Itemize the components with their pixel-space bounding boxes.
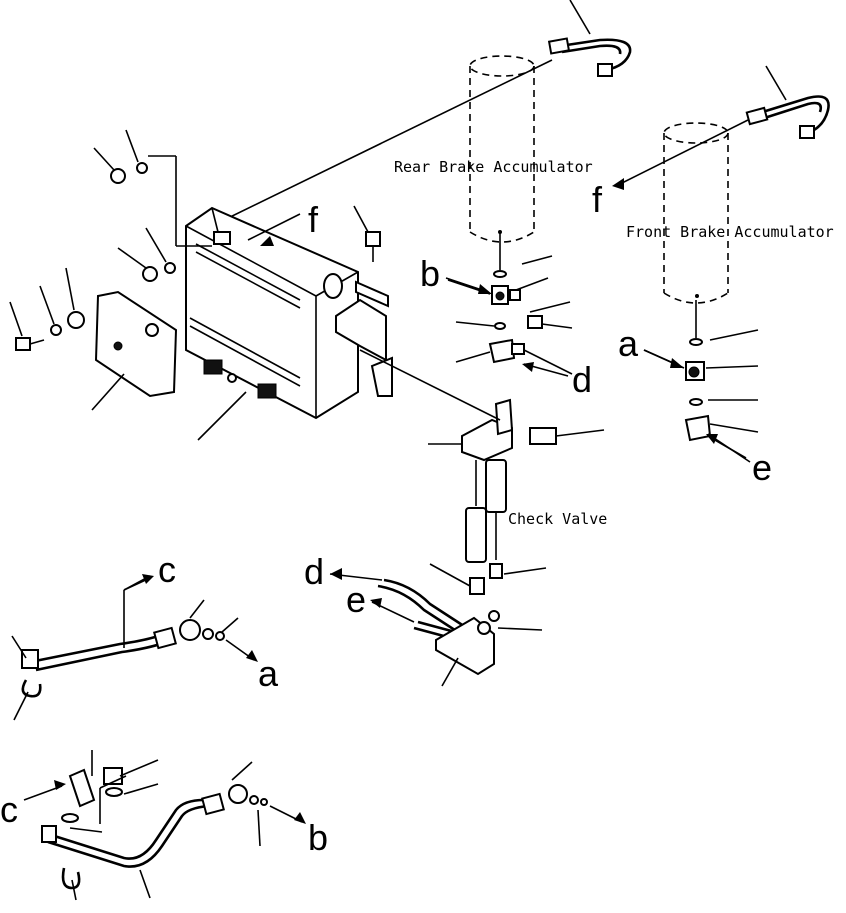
hardware-leaders (9, 129, 369, 441)
connector-d-rear: d (572, 359, 592, 400)
rear-accumulator-hose (547, 0, 632, 77)
check-valve-label: Check Valve (508, 510, 607, 528)
hardware-nuts-washers (15, 162, 381, 351)
connector-d-valve: d (304, 551, 324, 592)
connector-a-front: a (618, 323, 639, 364)
front-accumulator-label: Front Brake Accumulator (626, 223, 834, 241)
front-accumulator-fittings (643, 300, 759, 463)
front-accumulator-cylinder (663, 122, 729, 304)
rear-accumulator-label: Rear Brake Accumulator (394, 158, 593, 176)
connector-e-front: e (752, 447, 772, 488)
tube-assembly-1 (11, 575, 239, 721)
flow-arrows (23, 178, 747, 824)
check-valve-assembly (359, 349, 605, 595)
check-valve-tubes (377, 578, 543, 687)
connector-f-front: f (592, 179, 603, 220)
connector-f-panel: f (308, 199, 319, 240)
mounting-bracket-box (185, 206, 393, 420)
connector-c-tube2: c (0, 789, 18, 830)
front-accumulator-hose (745, 65, 830, 139)
connector-a-tube1: a (258, 653, 279, 694)
connector-b-rear: b (420, 253, 440, 294)
connector-b-tube2: b (308, 817, 328, 858)
connector-e-valve: e (346, 579, 366, 620)
connector-c-tube1: c (158, 549, 176, 590)
cover-plate (94, 290, 178, 398)
rear-accumulator-fittings (447, 232, 573, 375)
tube-assembly-2 (41, 750, 268, 901)
